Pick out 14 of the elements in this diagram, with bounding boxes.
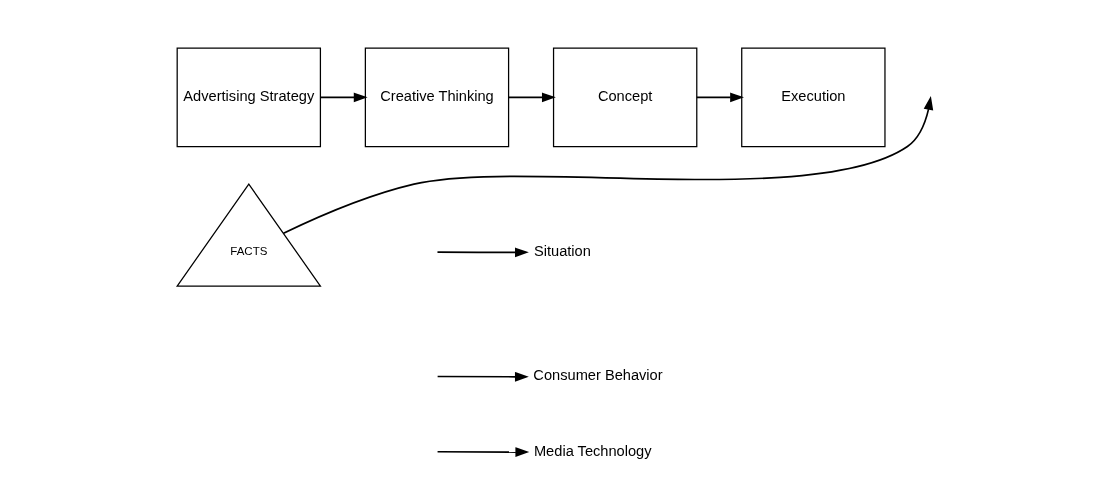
- arrow: [436, 247, 529, 258]
- node-box: Advertising Strategy: [176, 47, 321, 148]
- arrow: [282, 96, 933, 235]
- arrow: [695, 92, 744, 103]
- arrow: [319, 92, 368, 103]
- node-text: Consumer Behavior: [532, 367, 663, 384]
- arrow: [507, 92, 556, 103]
- node-box: Creative Thinking: [364, 47, 509, 148]
- node-box: Concept: [552, 47, 697, 148]
- node-box: Execution: [740, 47, 886, 148]
- arrow: [436, 371, 529, 382]
- node-text: Situation: [533, 242, 591, 259]
- node-text: Media Technology: [533, 442, 652, 459]
- arrow: [436, 447, 529, 457]
